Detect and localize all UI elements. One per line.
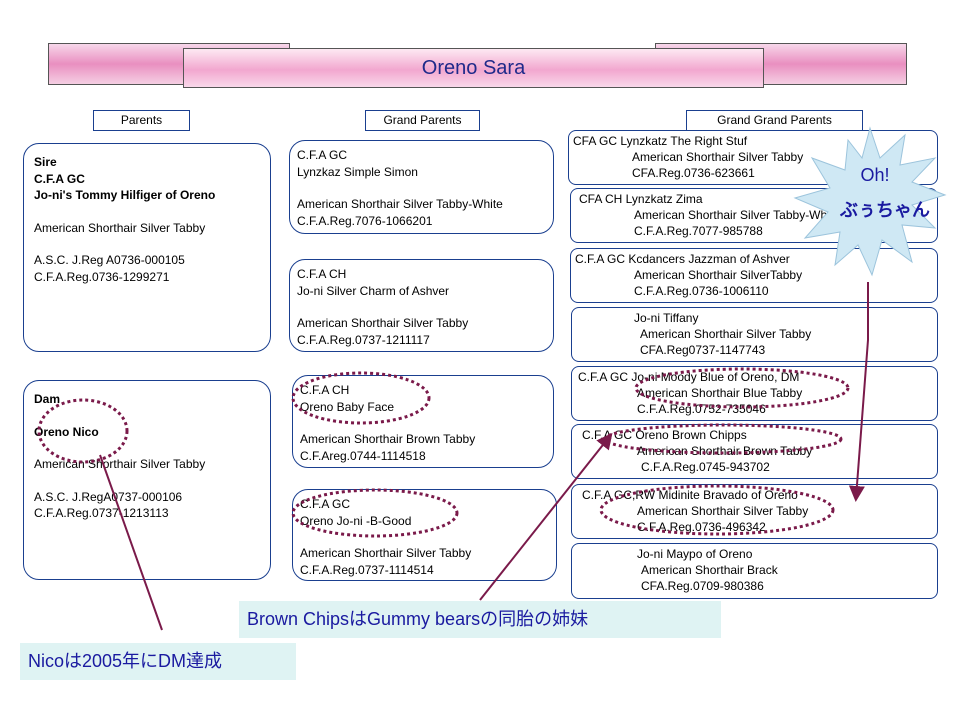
gp-spacer [297, 180, 546, 196]
ggp-reg: CFA.Reg.0709-980386 [641, 579, 764, 593]
gp-reg: C.F.A.Reg.0737-1114514 [300, 562, 434, 577]
ggp-breed: American Shorthair SilverTabby [634, 268, 803, 282]
ggp-name: Jo-ni Maypo of Oreno [637, 547, 753, 561]
ggp-name: CFA CH Lynzkatz Zima [579, 192, 703, 206]
sire-breed: American Shorthair Silver Tabby [34, 220, 206, 235]
sire-asc-reg: A.S.C. J.Reg A0736-000105 [34, 253, 185, 267]
header-grand-parents: Grand Parents [365, 110, 480, 131]
callout-brown-chips: Brown ChipsはGummy bearsの同胎の姉妹 [239, 601, 721, 638]
ggp-breed: American Shorthair Silver Tabby [632, 150, 804, 164]
ggp-name: C.F.A GC,RW Midinite Bravado of Oreno [582, 488, 798, 502]
sire-cfa-reg: C.F.A.Reg.0736-1299271 [34, 269, 170, 284]
gp-spacer [300, 529, 549, 545]
ggp-name: C.F.A GC Oreno Brown Chipps [582, 428, 747, 442]
dam-cfa-reg: C.F.A.Reg.0737-1213113 [34, 506, 169, 520]
ggp-reg: CFA.Reg0737-1147743 [640, 343, 766, 357]
sire-label: Sire [34, 155, 57, 169]
gp-title: C.F.A CH [300, 383, 350, 397]
great-grand-parent-box: Jo-ni Maypo of Oreno American Shorthair … [571, 543, 938, 599]
gp-name: Oreno Jo-ni -B-Good [300, 513, 412, 528]
dam-label: Dam [34, 392, 61, 406]
gp-breed: American Shorthair Silver Tabby-White [297, 197, 503, 211]
gp-breed: American Shorthair Silver Tabby [297, 316, 469, 330]
gp-reg: C.F.A.Reg.0737-1211117 [297, 332, 430, 347]
header-parents: Parents [93, 110, 190, 131]
sire-name: Jo-ni's Tommy Hilfiger of Oreno [34, 188, 216, 202]
ggp-breed: American Shorthair Brack [641, 563, 778, 577]
callout-nico-dm: Nicoは2005年にDM達成 [20, 643, 296, 680]
gp-spacer [300, 415, 546, 431]
ggp-reg: C.F.A.Reg.0736-1006110 [634, 284, 769, 298]
ggp-breed: American Shorthair Silver Tabby-White [634, 208, 840, 222]
sire-spacer [34, 204, 260, 220]
dam-spacer [34, 440, 260, 456]
dam-box: Dam Oreno Nico American Shorthair Silver… [23, 380, 271, 580]
gp-title: C.F.A GC [300, 497, 351, 511]
gp-name: Lynzkaz Simple Simon [297, 164, 418, 179]
great-grand-parent-box: C.F.A GC Jo-ni Moody Blue of Oreno, DM A… [571, 366, 938, 421]
ggp-reg: CFA.Reg.0736-623661 [632, 166, 755, 180]
ggp-name: C.F.A GC Kcdancers Jazzman of Ashver [575, 252, 790, 266]
gp-name: Jo-ni Silver Charm of Ashver [297, 283, 450, 298]
gp-breed: American Shorthair Silver Tabby [300, 546, 472, 560]
dam-spacer [34, 408, 260, 424]
ggp-reg: C.F.A.Reg.0745-943702 [641, 460, 770, 474]
ggp-reg: C.F.A.Reg.7077-985788 [634, 224, 763, 238]
ggp-reg: C.F.A.Reg.0752-735046 [637, 402, 766, 416]
sire-spacer [34, 236, 260, 252]
gp-reg: C.F.A.Reg.7076-1066201 [297, 213, 433, 228]
gp-title: C.F.A CH [297, 267, 347, 281]
callout-oh-line1: Oh! [860, 165, 890, 185]
gp-reg: C.F.Areg.0744-1114518 [300, 448, 426, 463]
ggp-name: C.F.A GC Jo-ni Moody Blue of Oreno, DM [578, 370, 800, 384]
grand-parent-box: C.F.A GC Lynzkaz Simple Simon American S… [289, 140, 554, 234]
sire-box: Sire C.F.A GC Jo-ni's Tommy Hilfiger of … [23, 143, 271, 352]
grand-parent-box: C.F.A CH Oreno Baby Face American Shorth… [292, 375, 554, 468]
gp-name: Oreno Baby Face [300, 399, 395, 414]
great-grand-parent-box: C.F.A GC,RW Midinite Bravado of Oreno Am… [571, 484, 938, 539]
ggp-reg: C.F.A.Reg.0736-496342 [637, 520, 766, 534]
callout-oh-line2: ぶぅちゃん [840, 200, 930, 220]
grand-parent-box: C.F.A GC Oreno Jo-ni -B-Good American Sh… [292, 489, 557, 581]
ggp-breed: American Shorthair Brown Tabby [637, 444, 813, 458]
dam-spacer [34, 473, 260, 489]
gp-title: C.F.A GC [297, 148, 348, 162]
ggp-breed: American Shorthair Silver Tabby [640, 327, 812, 341]
gp-spacer [297, 299, 546, 315]
dam-breed: American Shorthair Silver Tabby [34, 457, 206, 471]
gp-breed: American Shorthair Brown Tabby [300, 432, 476, 446]
great-grand-parent-box: C.F.A GC Oreno Brown Chipps American Sho… [571, 424, 938, 479]
grand-parent-box: C.F.A CH Jo-ni Silver Charm of Ashver Am… [289, 259, 554, 352]
ggp-name: Jo-ni Tiffany [634, 311, 699, 325]
sire-title: C.F.A GC [34, 171, 85, 186]
ggp-breed: American Shorthair Silver Tabby [637, 504, 809, 518]
great-grand-parent-box: Jo-ni Tiffany American Shorthair Silver … [571, 307, 938, 362]
page-title: Oreno Sara [183, 48, 764, 88]
dam-asc-reg: A.S.C. J.RegA0737-000106 [34, 489, 183, 504]
ggp-breed: American Shorthair Blue Tabby [637, 386, 803, 400]
header-grand-grand-parents: Grand Grand Parents [686, 110, 863, 131]
great-grand-parent-box: C.F.A GC Kcdancers Jazzman of Ashver Ame… [570, 248, 938, 303]
ggp-name: CFA GC Lynzkatz The Right Stuf [573, 134, 748, 148]
dam-name: Oreno Nico [34, 424, 99, 439]
